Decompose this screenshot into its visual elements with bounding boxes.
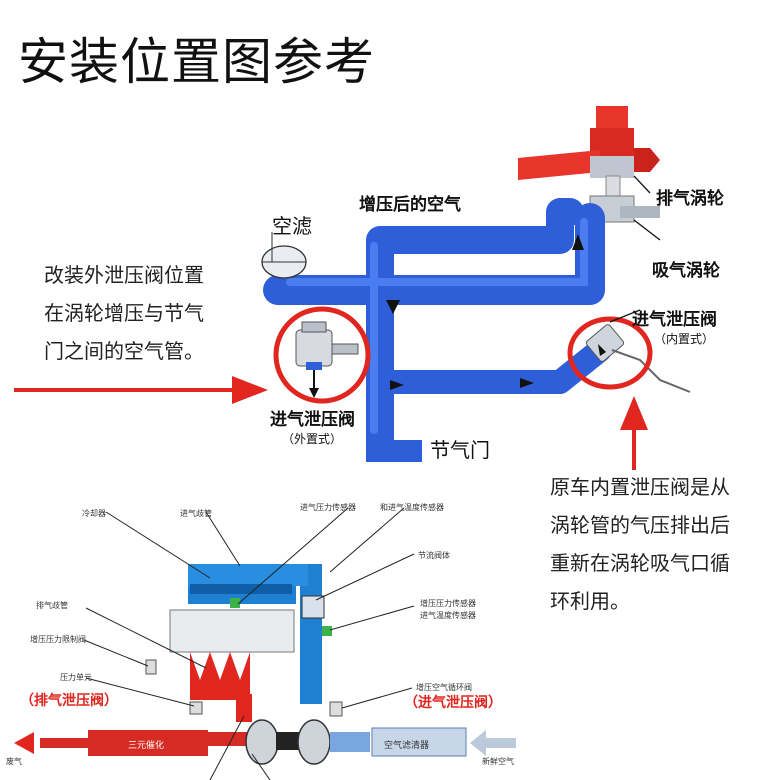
boosted-air-label: 增压后的空气 xyxy=(359,195,461,215)
internal-bov-graphic xyxy=(585,324,691,393)
exhaust-turbine-label: 排气涡轮 xyxy=(656,189,724,209)
external-bov-label: 进气泄压阀 xyxy=(270,410,355,430)
engine-block xyxy=(169,609,295,653)
exhaust-arrow xyxy=(14,732,34,754)
left-arrow xyxy=(14,376,268,404)
exhaust-manifold-label: 排气歧管 xyxy=(36,601,68,610)
turbo-unit-graphic xyxy=(245,719,331,765)
boost-limit-valve-label: 增压压力限制阀 xyxy=(30,635,86,644)
boost-temp-sensor-label: 进气温度传感器 xyxy=(420,611,476,620)
exhaust-pipe xyxy=(40,738,90,748)
intake-turbine-label: 吸气涡轮 xyxy=(652,261,720,281)
exhaust-bov-tag: （排气泄压阀） xyxy=(20,693,118,709)
pipe-highlights xyxy=(286,218,588,434)
turbo-pipe-diagram xyxy=(14,106,691,470)
schematic-leaders xyxy=(83,507,415,780)
turbine-leaders xyxy=(609,175,661,323)
recirc-valve-graphic xyxy=(329,701,343,717)
external-bov-circle xyxy=(273,306,371,404)
limit-valve-graphic xyxy=(189,701,203,715)
internal-bov-sublabel: （内置式） xyxy=(654,332,715,346)
throttle-body-graphic xyxy=(301,595,325,619)
external-bov-graphic xyxy=(295,321,359,398)
note-internal-bov: 原车内置泄压阀是从 涡轮管的气压排出后 重新在涡轮吸气口循 环利用。 xyxy=(550,468,775,620)
intake-manifold-label: 进气歧管 xyxy=(180,509,212,518)
note-right-line: 原车内置泄压阀是从 xyxy=(550,475,730,499)
note-right-line: 重新在涡轮吸气口循 xyxy=(550,551,730,575)
note-external-bov: 改装外泄压阀位置 在涡轮增压与节气 门之间的空气管。 xyxy=(44,256,244,370)
internal-bov-label: 进气泄压阀 xyxy=(632,310,717,330)
intake-bov-tag: （进气泄压阀） xyxy=(404,695,502,711)
external-bov-sublabel: （外置式） xyxy=(282,432,343,446)
fresh-air-arrow xyxy=(470,730,516,756)
fresh-air-label: 新鲜空气 xyxy=(482,757,514,766)
catalyst-box xyxy=(88,730,208,756)
boost-pressure-sensor-label: 增压压力传感器 xyxy=(420,599,476,608)
recirc-valve-label: 增压空气循环阀 xyxy=(416,683,472,692)
exhaust-manifold-graphic xyxy=(190,652,252,722)
internal-bov-circle xyxy=(567,316,653,390)
intake-pressure-sensor-label: 进气压力传感器 xyxy=(300,503,356,512)
page-title: 安装位置图参考 xyxy=(18,33,375,91)
air-cleaner-label: 空气滤清器 xyxy=(384,741,430,751)
up-arrow xyxy=(620,396,648,470)
note-right-line: 涡轮管的气压排出后 xyxy=(550,513,730,537)
engine-schematic xyxy=(14,507,516,780)
air-filter-graphic xyxy=(261,232,307,279)
intake-sensor-graphic xyxy=(230,598,240,608)
throttle-label: 节气门 xyxy=(430,438,490,462)
note-left-line: 改装外泄压阀位置 xyxy=(44,263,204,287)
pressure-unit-graphic xyxy=(145,659,157,675)
note-left-line: 门之间的空气管。 xyxy=(44,339,204,363)
intake-cold-pipe xyxy=(330,732,370,752)
throttle-box xyxy=(366,440,422,462)
flow-arrows xyxy=(386,234,584,390)
air-filter-label: 空滤 xyxy=(272,214,312,238)
note-left-line: 在涡轮增压与节气 xyxy=(44,301,204,325)
intake-temp-sensor-label: 和进气温度传感器 xyxy=(380,503,444,512)
air-pipes xyxy=(263,198,612,454)
note-right-line: 环利用。 xyxy=(550,589,630,613)
boost-sensor-graphic xyxy=(322,626,332,636)
catalyst-label: 三元催化 xyxy=(128,741,165,751)
exhaust-label: 废气 xyxy=(6,757,22,766)
air-cleaner-box xyxy=(371,727,467,757)
cooler-label: 冷却器 xyxy=(82,509,106,518)
throttle-body-label: 节流阀体 xyxy=(418,551,450,560)
pressure-unit-label: 压力单元 xyxy=(60,673,92,682)
exhaust-turbine-graphic xyxy=(518,106,660,199)
